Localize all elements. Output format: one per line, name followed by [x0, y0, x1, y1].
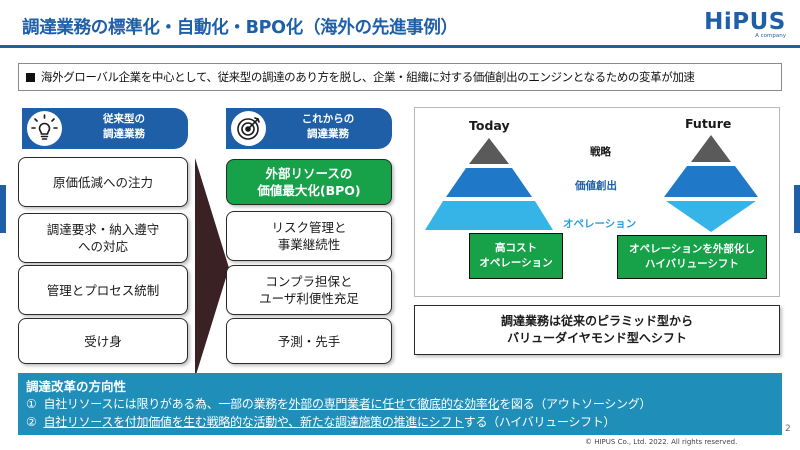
traditional-item-cost-reduction: 原価低減への注力	[18, 157, 188, 207]
future-item-proactive: 予測・先手	[226, 318, 392, 364]
point-text-end: を図る（アウトソーシング）	[499, 397, 652, 411]
future-label: Future	[685, 116, 732, 131]
target-icon	[231, 111, 266, 146]
header-line-2: 調達業務	[103, 128, 145, 140]
header-line-1: 従来型の	[103, 113, 145, 125]
page-number: 2	[785, 424, 791, 434]
transformation-arrow-icon	[195, 158, 229, 378]
reform-direction-point-1: ① 自社リソースには限りがある為、一部の業務を外部の専門業者に任せて徹底的な効率…	[26, 395, 651, 412]
future-item-bpo: 外部リソースの 価値最大化(BPO)	[226, 159, 392, 205]
left-edge-tab	[0, 185, 6, 233]
callout-line-2: ハイバリューシフト	[645, 258, 739, 270]
item-line-1: コンプラ担保と	[265, 274, 353, 289]
traditional-procurement-header: 従来型の 調達業務	[22, 108, 188, 149]
traditional-item-requirements: 調達要求・納入遵守 への対応	[18, 213, 188, 263]
callout-line-1: 高コスト	[494, 242, 537, 254]
bullet-square-icon	[26, 73, 35, 82]
item-line-1: リスク管理と	[271, 220, 347, 235]
layer-value-label: 価値創出	[575, 180, 617, 192]
point-number: ②	[26, 415, 37, 429]
point-text-end: する（ハイバリューシフト）	[463, 415, 616, 429]
item-line-1: 受け身	[84, 333, 122, 349]
item-line-1: 調達要求・納入遵守	[46, 222, 160, 237]
diamond-middle-layer	[664, 166, 758, 197]
item-line-1: 原価低減への注力	[52, 174, 153, 190]
item-line-2: への対応	[77, 239, 128, 254]
header-line-1: これからの	[301, 113, 355, 125]
point-text: 自社リソースには限りがある為、一部の業務を	[43, 397, 289, 411]
high-cost-operation-callout: 高コスト オペレーション	[469, 233, 563, 279]
reform-direction-title: 調達改革の方向性	[26, 379, 127, 394]
item-line-2: 価値最大化(BPO)	[257, 183, 361, 198]
future-procurement-header: これからの 調達業務	[226, 108, 392, 149]
item-line-2: 事業継続性	[277, 237, 341, 252]
lightbulb-icon	[27, 111, 62, 146]
layer-operation-label: オペレーション	[563, 218, 637, 230]
logo-subtext: A company	[755, 33, 786, 39]
item-line-1: 管理とプロセス統制	[46, 282, 160, 298]
diamond-top-layer	[691, 135, 731, 162]
diamond-bottom-layer	[666, 201, 756, 232]
point-number: ①	[26, 397, 37, 411]
copyright-notice: © HIPUS Co., Ltd. 2022. All rights reser…	[585, 438, 738, 446]
shift-summary-box: 調達業務は従来のピラミッド型から バリューダイヤモンド型へシフト	[414, 305, 780, 355]
traditional-procurement-label: 従来型の 調達業務	[64, 112, 184, 142]
future-item-compliance: コンプラ担保と ユーザ利便性充足	[226, 265, 392, 315]
pyramid-to-diamond-diagram: Today Future 戦略 価値創出 オペレーション 高コスト オペレーショ…	[414, 107, 780, 297]
today-label: Today	[469, 118, 510, 133]
future-procurement-label: これからの 調達業務	[268, 112, 388, 142]
lead-statement-text: 海外グローバル企業を中心として、従来型の調達のあり方を脱し、企業・組織に対する価…	[41, 70, 695, 84]
right-edge-tab	[794, 185, 800, 233]
hipus-logo: HiPUS A company	[700, 10, 790, 44]
point-emphasis: 自社リソースを付加価値を生む戦略的な活動や、新たな調達施策の推進にシフト	[43, 415, 465, 429]
title-divider	[0, 45, 800, 48]
pyramid-bottom-layer	[425, 201, 553, 230]
reform-direction-point-2: ② 自社リソースを付加価値を生む戦略的な活動や、新たな調達施策の推進にシフトする…	[26, 413, 615, 430]
summary-line-1: 調達業務は従来のピラミッド型から	[500, 314, 693, 328]
point-emphasis: 外部の専門業者に任せて徹底的な効率化	[288, 397, 500, 411]
outsource-high-value-callout: オペレーションを外部化し ハイバリューシフト	[617, 235, 767, 279]
future-item-risk: リスク管理と 事業継続性	[226, 211, 392, 261]
pyramid-middle-layer	[446, 168, 532, 197]
item-line-2: ユーザ利便性充足	[259, 291, 359, 306]
summary-line-2: バリューダイヤモンド型へシフト	[507, 331, 687, 345]
layer-strategy-label: 戦略	[590, 146, 611, 158]
item-line-1: 予測・先手	[277, 333, 341, 349]
page-title: 調達業務の標準化・自動化・BPO化（海外の先進事例）	[22, 18, 458, 38]
logo-text: HiPUS	[704, 9, 786, 35]
reform-direction-band: 調達改革の方向性 ① 自社リソースには限りがある為、一部の業務を外部の専門業者に…	[18, 373, 782, 435]
pyramid-diamond-shapes	[425, 135, 758, 232]
item-line-1: 外部リソースの	[265, 166, 353, 181]
pyramid-top-layer	[469, 138, 509, 164]
traditional-item-process-control: 管理とプロセス統制	[18, 265, 188, 315]
header-line-2: 調達業務	[307, 128, 349, 140]
traditional-item-passive: 受け身	[18, 318, 188, 364]
lead-statement-box: 海外グローバル企業を中心として、従来型の調達のあり方を脱し、企業・組織に対する価…	[18, 63, 782, 91]
callout-line-2: オペレーション	[479, 257, 553, 269]
callout-line-1: オペレーションを外部化し	[629, 243, 755, 255]
